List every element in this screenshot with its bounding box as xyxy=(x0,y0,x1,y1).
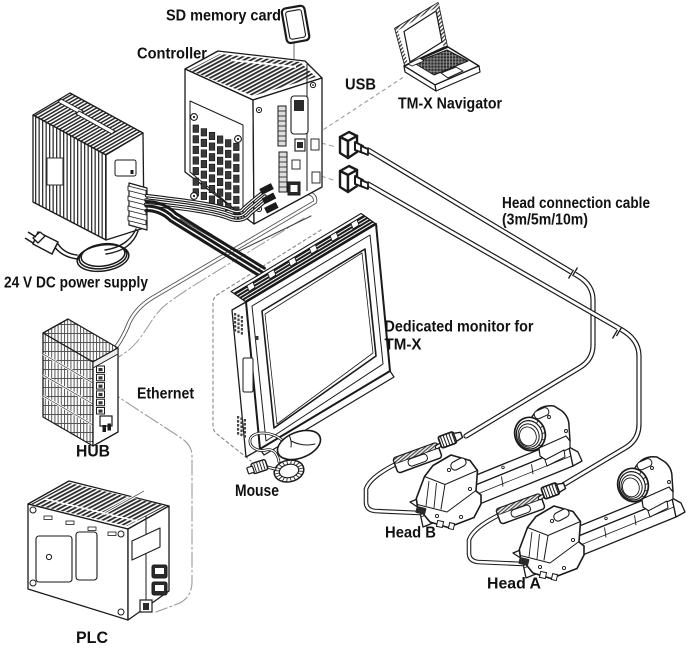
svg-text:Mouse: Mouse xyxy=(235,481,279,500)
svg-text:SD memory card: SD memory card xyxy=(166,8,281,25)
svg-text:TM-X: TM-X xyxy=(385,337,422,354)
svg-text:USB: USB xyxy=(345,77,376,94)
svg-text:Ethernet: Ethernet xyxy=(137,386,195,403)
svg-text:TM-X Navigator: TM-X Navigator xyxy=(398,96,502,113)
svg-text:PLC: PLC xyxy=(76,628,108,647)
svg-text:(3m/5m/10m): (3m/5m/10m) xyxy=(502,212,588,229)
svg-text:Head B: Head B xyxy=(385,525,436,542)
svg-text:Dedicated monitor for: Dedicated monitor for xyxy=(385,319,534,336)
svg-text:24 V DC power supply: 24 V DC power supply xyxy=(4,275,148,292)
svg-text:Controller: Controller xyxy=(137,46,207,63)
svg-text:Head A: Head A xyxy=(487,576,541,593)
svg-text:Head connection cable: Head connection cable xyxy=(502,195,650,212)
svg-text:HUB: HUB xyxy=(76,442,110,461)
